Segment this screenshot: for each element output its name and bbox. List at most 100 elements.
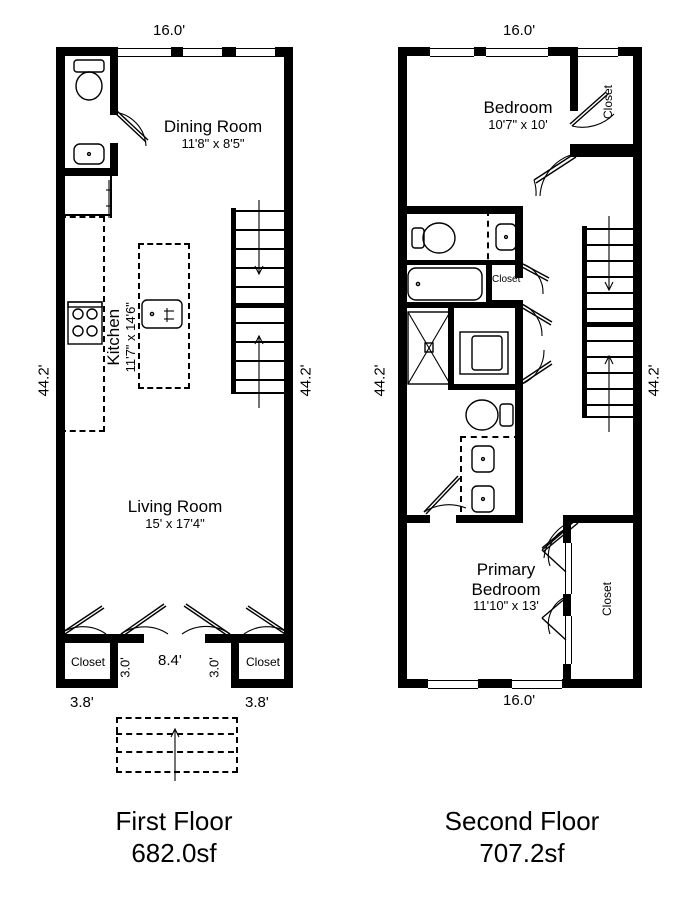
floor1-stair-tread: [231, 267, 285, 269]
floor1-closet-right-wall-left: [231, 634, 239, 688]
toilet-icon: [465, 399, 514, 431]
floor1-exterior-wall-bottom-left: [56, 679, 118, 688]
floor1-exterior-wall-bottom-right: [231, 679, 293, 688]
floor1-powder-room-wall-bottom: [56, 168, 118, 176]
floor1-stair-arrow-up: [254, 334, 264, 408]
floor2-stair-tread: [582, 292, 634, 294]
floor2-window-top-1: [430, 48, 474, 57]
floor1-entry-wall-right-stub: [205, 634, 231, 643]
floor2-stair-tread: [582, 372, 634, 374]
floor1-kitchen-cabinet-line-top: [60, 216, 105, 218]
primary-bedroom-name-line1: Primary: [476, 560, 536, 579]
floor2-bath-vanity-line: [487, 210, 489, 270]
kitchen-sink-icon: [141, 299, 183, 329]
floor2-exterior-wall-right: [633, 47, 642, 688]
floor2-bath-divider-1: [398, 260, 523, 265]
floor2-stair-tread: [582, 404, 634, 406]
floor2-exterior-wall-top-left: [398, 47, 430, 56]
floor1-stair-tread: [231, 360, 285, 362]
floor1-stair-tread: [231, 341, 285, 343]
floor2-bath-door-swing-lower: [520, 349, 553, 385]
floor1-caption: First Floor 682.0sf: [24, 806, 324, 869]
floor1-entry-wall-left-stub: [118, 634, 144, 643]
floor1-dining-room-label: Dining Room 11'8" x 8'5": [128, 117, 298, 151]
floor2-primary-bath-wall-right: [515, 390, 523, 522]
floor2-primary-bath-door-swing: [423, 475, 467, 515]
bedroom-size: 10'7" x 10': [488, 116, 548, 132]
floor1-utility-wall-right: [110, 176, 112, 218]
floor2-stair-tread: [582, 388, 634, 390]
floor2-stair-landing-divider: [582, 322, 634, 327]
floor1-closet-left-wall-top: [56, 634, 118, 643]
floor2-window-mullion-1: [474, 47, 486, 56]
sink-icon: [471, 445, 495, 473]
floor2-primary-bath-wall-bottom-left: [398, 515, 430, 523]
floor2-window-top-3: [570, 48, 618, 57]
floor2-primary-closet-wall-left-1: [563, 523, 571, 543]
floor1-closet-left-label: Closet: [70, 655, 105, 669]
floor2-stair-tread: [582, 308, 634, 310]
floor1-stair-tread: [231, 392, 285, 394]
vanity-icon: [459, 331, 509, 375]
bedroom-name: Bedroom: [483, 98, 553, 117]
floor1-stair-wall-left: [231, 208, 236, 393]
floor1-kitchen-cabinet-line-bottom: [60, 430, 105, 432]
floor2-exterior-wall-bottom-right: [562, 679, 642, 688]
floor1-dim-door-right: 3.0': [206, 657, 222, 678]
floor1-window-top: [118, 48, 284, 57]
bathtub-icon: [407, 267, 483, 301]
floor1-dim-bottom-left-closet: 3.8': [70, 694, 94, 711]
floor2-caption-title: Second Floor: [444, 806, 600, 836]
floor2-window-bottom-1: [428, 680, 478, 689]
toilet-icon: [411, 222, 456, 254]
primary-bedroom-size: 11'10" x 13': [473, 598, 539, 614]
floor2-top-dimension: 16.0': [503, 22, 536, 39]
floor2-bottom-dimension: 16.0': [503, 692, 536, 709]
floor1-utility-door-swing: [106, 180, 112, 218]
floor1-window-mullion-2: [222, 47, 236, 56]
floor1-dim-bottom-center: 8.4': [158, 652, 182, 669]
floor1-closet-left-wall-right: [110, 634, 118, 688]
floor1-kitchen-island-outline: [138, 243, 190, 389]
sink-icon: [471, 485, 495, 513]
floor1-kitchen-label: Kitchen 11'7" x 14'6": [104, 262, 138, 412]
floor1-living-room-label: Living Room 15' x 17'4": [85, 497, 265, 531]
floor2-small-closet-door-swing: [521, 263, 550, 295]
floor1-exterior-wall-top-left: [56, 47, 118, 56]
floor2-bath-divider-3: [448, 384, 523, 390]
floor1-porch-outline: [116, 717, 238, 773]
living-room-name: Living Room: [127, 497, 223, 516]
floor2-stair-tread: [582, 228, 634, 230]
floor2-shower-wall-right: [448, 306, 454, 390]
floor1-closet-left-door-swing: [59, 605, 107, 637]
floor2-primary-closet-label: Closet: [600, 582, 614, 617]
floor1-stair-tread: [231, 210, 285, 212]
floor2-primary-bath-vanity-top: [460, 436, 520, 438]
floor2-primary-closet-wall-left-2: [563, 594, 571, 616]
floor1-dim-door-left: 3.0': [117, 657, 133, 678]
floor2-bath-wall-right-lower: [515, 306, 523, 390]
floor2-bath-wall-top: [398, 206, 523, 214]
floor2-primary-closet-wall-left-3: [563, 664, 571, 680]
floor1-caption-title: First Floor: [115, 806, 233, 836]
floor2-left-dimension: 44.2': [371, 364, 389, 397]
floor1-utility-divider: [56, 214, 112, 216]
floor2-stair-tread: [582, 276, 634, 278]
floor1-dim-bottom-right-closet: 3.8': [245, 694, 269, 711]
floor1-powder-room-door-swing: [113, 109, 149, 147]
floor1-stair-arrow-down: [254, 200, 264, 276]
kitchen-size: 11'7" x 14'6": [122, 302, 138, 373]
floor2-caption-area: 707.2sf: [479, 837, 565, 868]
floor2-stair-tread: [582, 340, 634, 342]
floor1-stair-tread: [231, 286, 285, 288]
floor2-caption: Second Floor 707.2sf: [372, 806, 672, 869]
floor2-bath-door-swing-upper: [520, 303, 553, 337]
floor2-exterior-wall-top-right: [618, 47, 642, 56]
floor1-entry-door-left-swing: [120, 603, 169, 637]
floor1-stair-tread: [231, 379, 285, 381]
primary-bedroom-name-line2: Bedroom: [471, 579, 541, 599]
floor1-powder-room-wall-right: [110, 47, 118, 115]
floor2-exterior-wall-bottom-left: [398, 679, 428, 688]
floor1-exterior-wall-left: [56, 47, 65, 688]
floor1-top-dimension: 16.0': [153, 22, 186, 39]
